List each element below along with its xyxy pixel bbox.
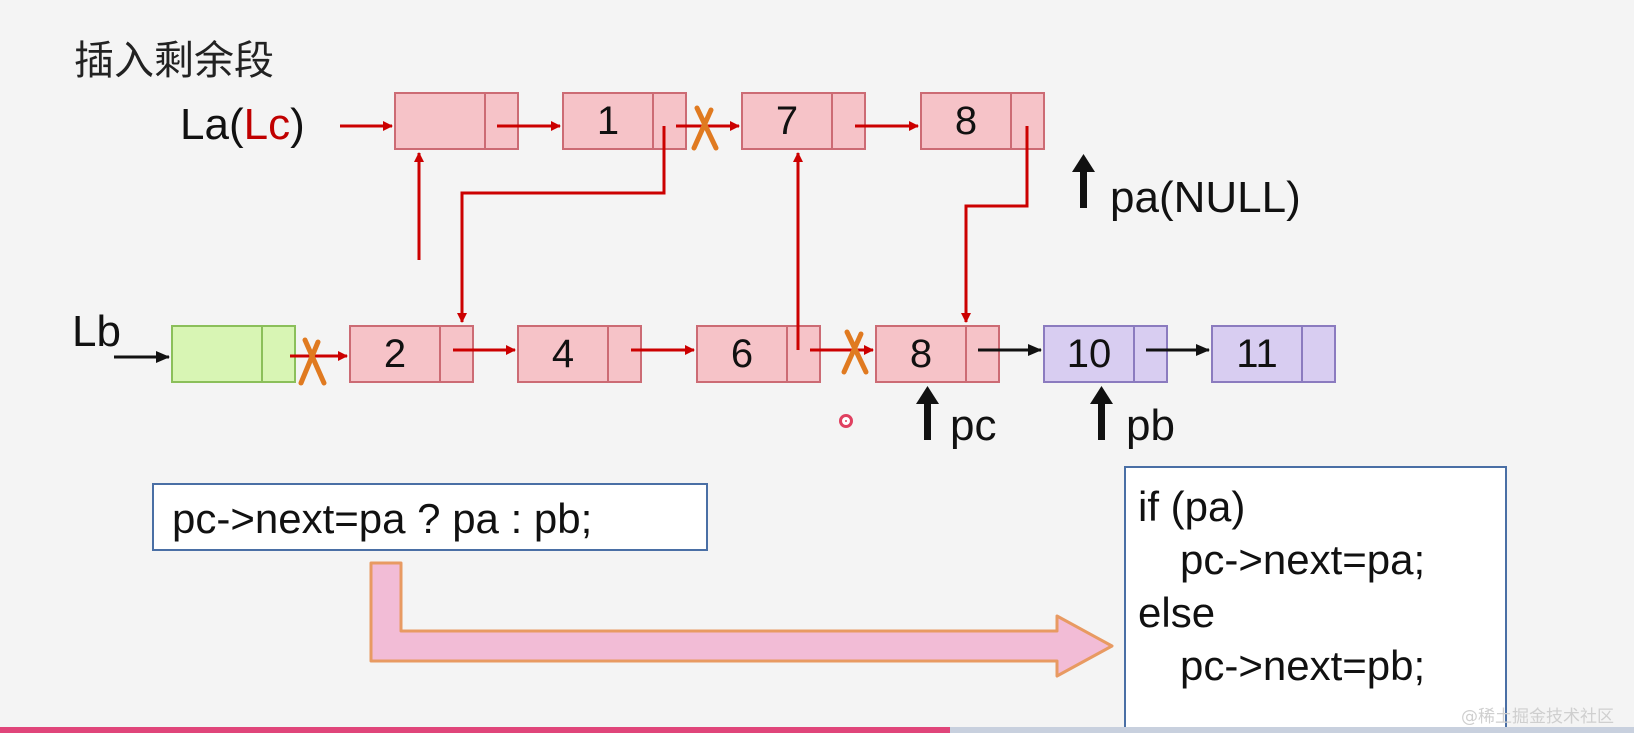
progress-bar-remaining[interactable] [950,727,1634,733]
black-link-arrows [114,344,1210,363]
code-line: pc->next=pb; [1180,642,1426,689]
lb-node-6: 6 [696,325,821,383]
la-node-head [394,92,519,150]
cross-icon [298,337,327,386]
lb-node-2-value: 2 [384,332,406,376]
la-label: La(Lc) [180,103,305,147]
pa-null-label: pa(NULL) [1110,173,1301,222]
lb-node-4-value: 4 [552,332,574,376]
cross-icon [691,105,719,151]
big-flow-arrow [369,561,1114,678]
pc-pointer-arrow [916,386,939,440]
cross-icon [841,329,869,375]
pc-label: pc [950,401,997,450]
progress-bar-played[interactable] [0,727,950,733]
broken-link-marks [298,105,869,386]
code-line: else [1138,589,1216,636]
code-line: pc->next=pa; [1180,536,1426,583]
ifelse-code-box: if (pa) pc->next=pa; else pc->next=pb; [1124,466,1507,733]
la-node-1-value: 1 [597,99,619,143]
slide-title: 插入剩余段 [74,38,274,84]
cursor-dot [839,414,853,428]
red-link-arrows [290,121,1029,361]
lb-node-head [171,325,296,383]
pb-pointer-arrow [1090,386,1113,440]
lb-node-2: 2 [349,325,474,383]
lb-node-10-value: 10 [1067,332,1112,376]
lb-node-8-value: 8 [910,332,932,376]
lc-label: Lc [243,100,291,149]
lb-node-11-value: 11 [1236,332,1278,376]
ternary-code-box: pc->next=pa ? pa : pb; [152,483,708,551]
la-suffix: ) [290,100,305,149]
lb-node-10: 10 [1043,325,1168,383]
lb-node-4: 4 [517,325,642,383]
la-node-8-value: 8 [955,99,977,143]
la-node-7: 7 [741,92,866,150]
la-prefix: La( [180,100,244,149]
la-node-1: 1 [562,92,687,150]
la-node-7-value: 7 [776,99,798,143]
lb-node-11: 11 [1211,325,1336,383]
watermark: @稀土掘金技术社区 [1461,707,1614,727]
lb-label: Lb [72,307,121,356]
lb-node-8: 8 [875,325,1000,383]
pb-label: pb [1126,401,1175,450]
lb-node-6-value: 6 [731,332,753,376]
code-line: if (pa) [1138,483,1246,530]
ternary-code-text: pc->next=pa ? pa : pb; [172,495,593,542]
pa-pointer-arrow [1072,154,1095,208]
